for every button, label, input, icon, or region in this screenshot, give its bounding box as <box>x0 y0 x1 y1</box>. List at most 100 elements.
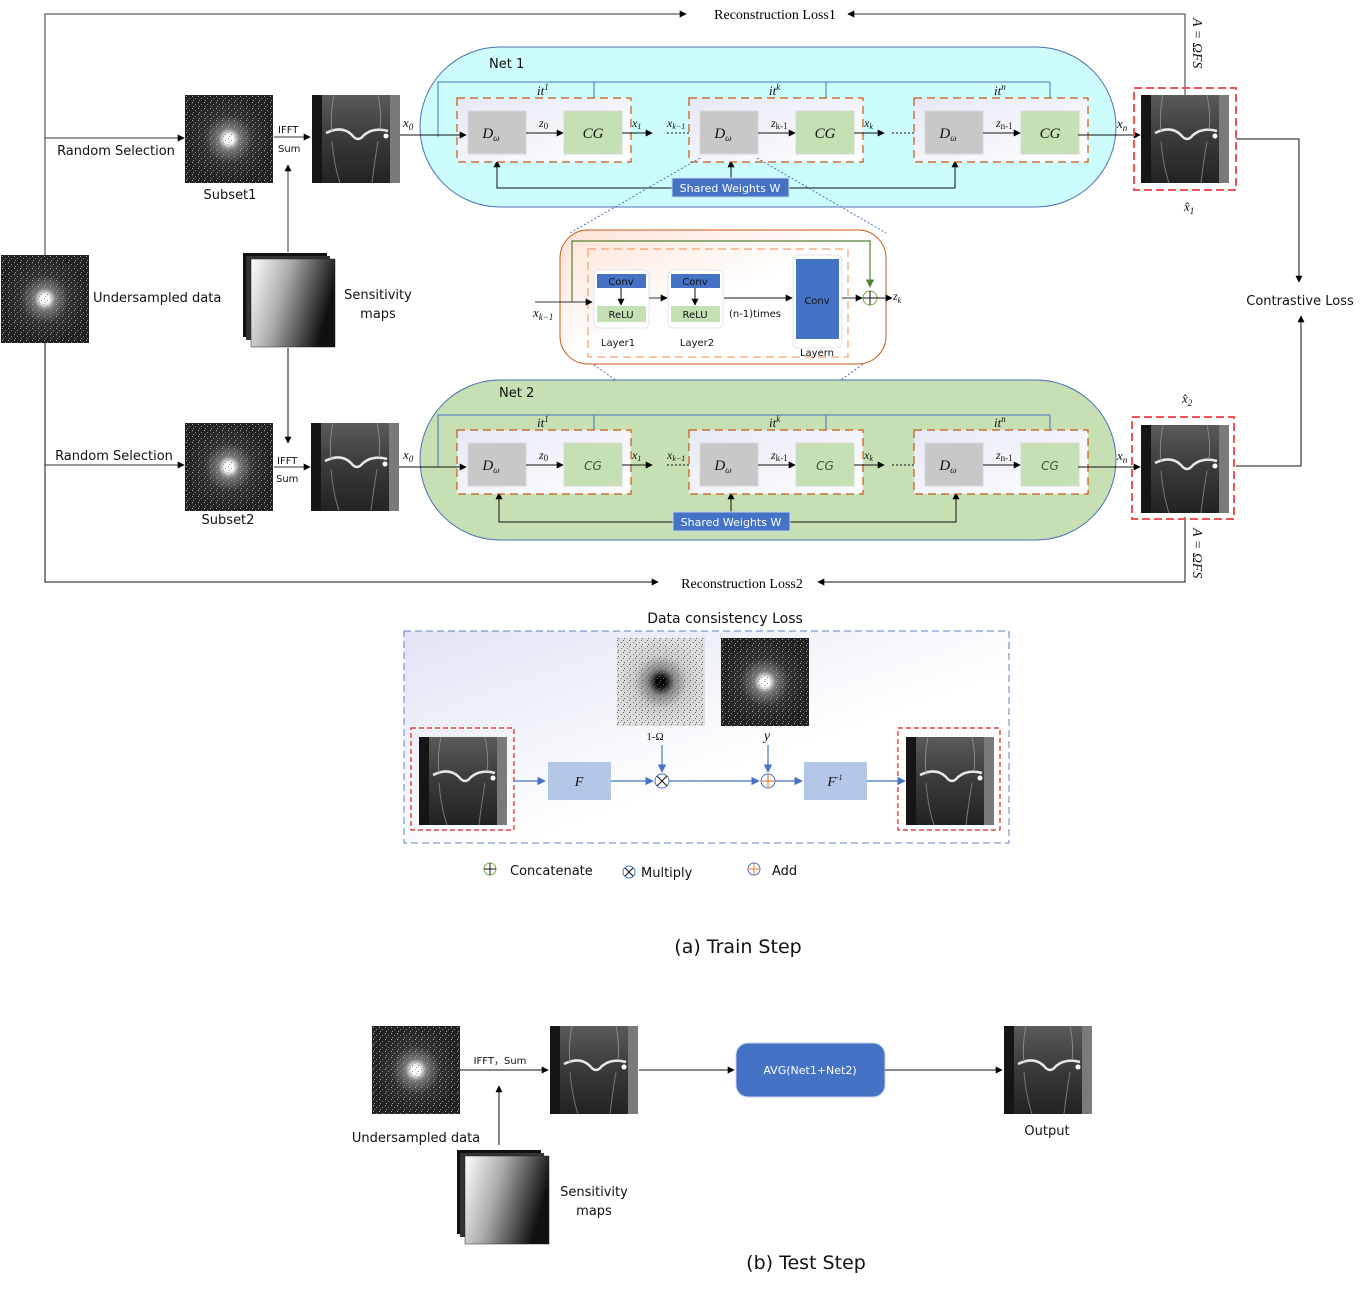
svg-text:A = ΩFS: A = ΩFS <box>1189 527 1204 578</box>
cg-box <box>795 442 855 487</box>
dc-loss-panel: F 1-Ω y F-1 <box>403 630 1010 844</box>
ifft-label-1: IFFT <box>278 125 299 136</box>
operator-label-bottom: A = ΩFS <box>1189 527 1204 578</box>
detail-output-label: zk <box>892 289 902 305</box>
output-label: xk <box>863 448 873 463</box>
dc-output-image <box>904 735 996 827</box>
legend: Concatenate Multiply Add <box>483 862 797 881</box>
layern-conv-box <box>796 259 839 339</box>
sensitivity-maps-label-line2: maps <box>360 307 396 322</box>
iteration-label: itk <box>769 82 781 98</box>
subset1-label: Subset1 <box>204 188 257 203</box>
denoiser-box <box>699 442 759 487</box>
cg-label: CG <box>1041 459 1059 473</box>
denoiser-label: Dω <box>481 126 499 143</box>
dc-loss-title: Data consistency Loss <box>647 611 803 627</box>
denoiser-box <box>467 442 527 487</box>
multiply-icon <box>654 773 670 789</box>
net1-shared-weights-badge <box>671 177 790 198</box>
denoiser-label: Dω <box>713 126 731 143</box>
sensitivity-maps-image <box>242 252 336 348</box>
denoiser-box <box>467 110 527 155</box>
cg-box <box>795 110 855 155</box>
test-sensitivity-label-line1: Sensitivity <box>560 1185 628 1200</box>
layer1-label: Layer1 <box>601 338 635 349</box>
cg-label: CG <box>815 126 836 142</box>
undersampled-data-image <box>1 255 89 343</box>
cg-box <box>1020 110 1080 155</box>
iteration-label: itn <box>994 82 1006 98</box>
cg-box <box>1020 442 1080 487</box>
repeat-label: (n-1)times <box>729 309 781 320</box>
sum-label-2: Sum <box>276 474 298 485</box>
add-icon <box>760 773 776 789</box>
reconstruction-loss2-label: Reconstruction Loss2 <box>681 577 803 592</box>
mask-image <box>617 638 705 726</box>
operator-label-top: A = ΩFS <box>1189 17 1204 68</box>
net2-shared-weights-label: Shared Weights W <box>681 516 782 529</box>
test-undersampled-image <box>372 1026 460 1114</box>
layer1-relu-box <box>597 306 646 322</box>
intermediate-label: zk-1 <box>770 448 788 463</box>
denoiser-label: Dω <box>481 458 499 475</box>
test-sensitivity-maps-image <box>456 1149 550 1245</box>
intermediate-label: z0 <box>538 116 549 131</box>
svg-text:A = ΩFS: A = ΩFS <box>1189 17 1204 68</box>
cg-label: CG <box>584 459 602 473</box>
output-label: xk <box>863 116 873 131</box>
iteration-label: itk <box>769 414 781 430</box>
layer2-conv-box <box>671 274 720 288</box>
xhat2-image <box>1139 423 1231 515</box>
cg-label: CG <box>1040 126 1061 142</box>
test-step-caption: (b) Test Step <box>746 1252 866 1274</box>
measured-kspace-image <box>721 638 809 726</box>
net1-shared-weights-label: Shared Weights W <box>680 182 781 195</box>
layer1-conv-label: Conv <box>608 277 633 288</box>
test-step-panel: Undersampled data IFFT，Sum Sensitivity m… <box>352 1024 1094 1245</box>
random-selection-label-2: Random Selection <box>55 449 173 464</box>
subset2-image <box>185 423 273 511</box>
y-label: y <box>762 729 771 744</box>
net2-xn-label: xn <box>1116 448 1128 465</box>
test-undersampled-label: Undersampled data <box>352 1131 480 1146</box>
intermediate-label: zn-1 <box>995 116 1013 131</box>
ifft-label-2: IFFT <box>277 456 298 467</box>
sensitivity-maps-label-line1: Sensitivity <box>344 288 412 303</box>
detail-input-label: xk−1 <box>532 305 553 322</box>
denoiser-detail-panel: xk−1 Conv ReLU Layer1 Conv ReLU Layer2 (… <box>532 157 902 441</box>
net1-title: Net 1 <box>489 57 524 72</box>
denoiser-label: Dω <box>713 458 731 475</box>
iteration-label: it1 <box>537 82 549 98</box>
train-step-caption: (a) Train Step <box>674 936 801 958</box>
denoiser-label: Dω <box>938 126 956 143</box>
iteration-label: itn <box>994 414 1006 430</box>
test-sensitivity-label-line2: maps <box>576 1204 612 1219</box>
xhat1-image <box>1139 93 1231 185</box>
fft-label: F <box>574 775 584 790</box>
denoiser-box <box>699 110 759 155</box>
net2-title: Net 2 <box>499 386 534 401</box>
sum-label-1: Sum <box>278 144 300 155</box>
test-zero-filled-image <box>548 1024 640 1116</box>
layer2-relu-label: ReLU <box>682 310 707 321</box>
ifft-label: F-1 <box>826 773 842 790</box>
test-output-image <box>1002 1024 1094 1116</box>
random-selection-label-1: Random Selection <box>57 144 175 159</box>
layern-label: Layern <box>800 348 834 359</box>
net1-xn-label: xn <box>1116 116 1128 133</box>
layer2-relu-box <box>671 306 720 322</box>
intermediate-label: zk-1 <box>770 116 788 131</box>
layer2-label: Layer2 <box>680 338 714 349</box>
test-ifft-sum-label: IFFT，Sum <box>474 1056 527 1067</box>
layern-conv-label: Conv <box>804 296 829 307</box>
fft-box <box>548 762 611 800</box>
net2-shared-weights-badge <box>672 511 791 532</box>
contrastive-loss-label: Contrastive Loss <box>1246 294 1354 309</box>
cg-box <box>563 442 623 487</box>
cg-label: CG <box>583 126 604 142</box>
